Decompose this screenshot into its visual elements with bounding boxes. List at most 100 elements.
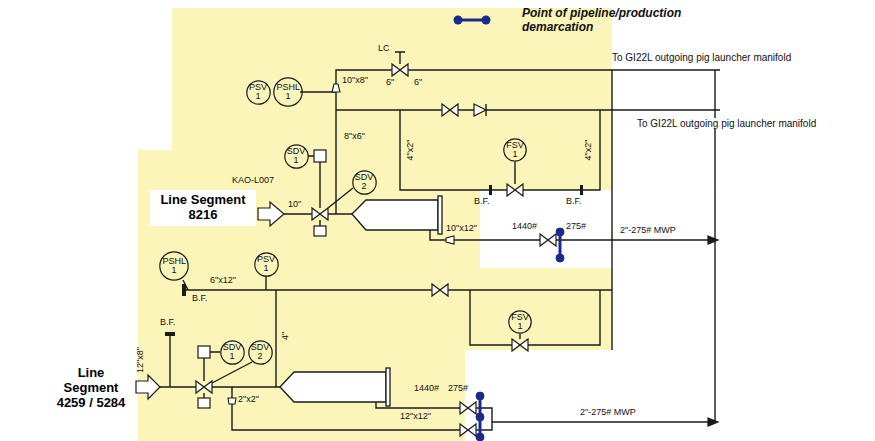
highlight-region (138, 8, 612, 441)
pipe-annotation: To GI22L outgoing pig launcher manifold (637, 118, 816, 129)
pipe-annotation: 8"x6" (344, 132, 365, 142)
highlight-region (138, 8, 612, 441)
pipe-annotation: 12"x12" (400, 412, 431, 422)
pipe-annotation: 6" (414, 78, 422, 88)
actuator-symbol (198, 398, 210, 408)
demarcation-point (556, 228, 564, 236)
line-segment-label: Line Segment 4259 / 5284 (52, 366, 130, 411)
instrument-bubble: PSHL 1 (273, 77, 303, 107)
vessel-symbol (438, 196, 442, 234)
fitting-symbol (228, 84, 454, 404)
bubble-outline (254, 252, 277, 275)
pipe-annotation: 2"-275# MWP (620, 226, 676, 236)
bubble-outline (220, 340, 243, 363)
bubble-outline (284, 144, 307, 167)
instrument-tag: SDV 2 (251, 343, 270, 361)
pipe-annotation: B.F. (474, 197, 490, 207)
pipe-annotation: B.F. (160, 318, 176, 328)
blind-flange (489, 185, 492, 195)
instrument-tag: PSV 1 (249, 83, 267, 101)
fitting-symbol (446, 236, 454, 244)
bubble-outline (274, 78, 302, 106)
demarcation-point (556, 254, 564, 262)
valve-symbol (507, 184, 523, 196)
pipe-annotation: B.F. (566, 197, 582, 207)
demarcation-point (454, 16, 463, 25)
flow-arrow (136, 375, 160, 399)
pipe-annotation: B.F. (192, 294, 208, 304)
instrument-bubble: FSV 1 (508, 310, 532, 334)
instrument-bubble: PSV 1 (246, 80, 271, 105)
pipe-size-label: 4" (281, 332, 291, 340)
blind-flange (165, 332, 175, 336)
pipe-size-label: 4"x2" (405, 139, 415, 160)
bubble-outline (504, 139, 526, 161)
valve-symbol (540, 234, 556, 246)
pipe-annotation: 10"x12" (446, 224, 477, 234)
line-segment-box: Line Segment 8216 (150, 190, 256, 226)
pipe-line (160, 276, 708, 430)
fitting-symbol (228, 398, 236, 404)
instrument-tag: FSV 1 (506, 141, 524, 159)
valve-symbol (512, 339, 528, 351)
actuator-symbol (314, 226, 326, 236)
instrument-tag: FSV 1 (511, 313, 529, 331)
line-segment-label: Line Segment 8216 (153, 193, 253, 223)
instrument-tag: PSHL 1 (276, 83, 299, 101)
pipe-annotation: 6" (386, 78, 394, 88)
pipe-annotation: 6"x12" (210, 276, 236, 286)
pipe-size-label: 4"x2" (583, 139, 593, 160)
flow-arrow (708, 236, 718, 244)
demarcation-point (476, 228, 564, 441)
pipe-annotation: 1440# (512, 222, 537, 232)
pipe-annotation: LC (378, 44, 390, 54)
flow-arrow (708, 418, 718, 426)
instrument-tag: SDV 1 (287, 147, 306, 165)
vessel-symbol (280, 372, 386, 402)
valve-symbol (442, 104, 458, 116)
valve-symbol (474, 104, 486, 116)
pipe-line (160, 52, 720, 430)
pipe-annotation: 275# (566, 222, 586, 232)
legend-item: Point of pipeline/production demarcation (452, 6, 722, 35)
bubble-outline (509, 311, 531, 333)
legend-sample (452, 13, 492, 27)
legend-text: Point of pipeline/production demarcation (522, 6, 722, 35)
bubble-outline (248, 340, 271, 363)
pipe-annotation: 10"x8" (342, 76, 368, 86)
blind-flange (580, 185, 583, 195)
pipe-annotation: 10" (288, 200, 301, 210)
instrument-bubble: SDV 2 (248, 340, 273, 365)
flow-arrow (136, 202, 718, 426)
fitting-symbol (332, 84, 340, 92)
instrument-tag: SDV 1 (223, 343, 242, 361)
blind-flange (182, 284, 186, 296)
demarcation-point (476, 413, 484, 421)
instrument-bubble: SDV 1 (284, 144, 309, 169)
instrument-bubble: SDV 1 (220, 340, 245, 365)
valve-symbol (460, 424, 476, 436)
flow-arrow (258, 202, 284, 226)
pipe-annotation: 2"-275# MWP (580, 408, 636, 418)
vessel-symbol (386, 368, 390, 406)
actuator-symbol (314, 150, 326, 162)
bubble-outline (352, 170, 375, 193)
pipe-annotation: 1440# (414, 384, 439, 394)
instrument-bubble: FSV 1 (503, 138, 527, 162)
vessel-symbol (352, 200, 438, 230)
actuator-symbol (198, 346, 210, 358)
instrument-tag: PSHL 1 (162, 257, 185, 275)
demarcation-point (476, 433, 484, 441)
actuator-symbol (198, 150, 326, 408)
instrument-tag: PSV 1 (257, 255, 275, 273)
instrument-bubble: PSV 1 (254, 252, 279, 277)
valve-symbol (312, 208, 328, 220)
demarcation-point (482, 16, 491, 25)
instrument-bubble: SDV 2 (352, 170, 377, 195)
bubble-outline (246, 80, 269, 103)
pipe-size-label: 12"x8" (136, 347, 146, 373)
pipe-annotation: To GI22L outgoing pig launcher manifold (612, 52, 791, 63)
valve-symbol (432, 284, 448, 296)
